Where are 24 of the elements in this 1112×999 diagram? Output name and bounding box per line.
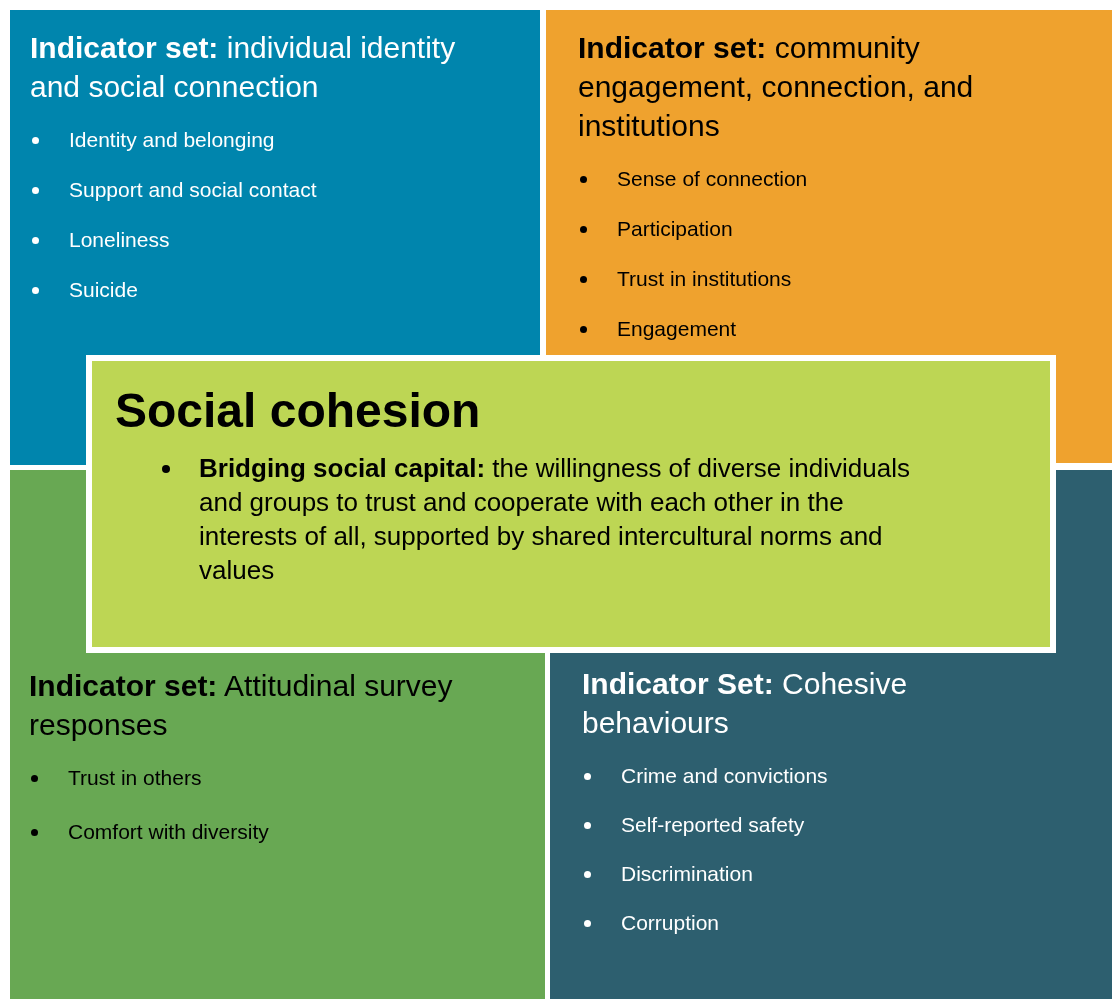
list-item: Participation (617, 217, 733, 241)
panel-heading: Indicator set: community engagement, connection, and institutions (578, 30, 975, 144)
list-item: Trust in others (68, 766, 202, 790)
list-item: Trust in institutions (617, 267, 792, 291)
indicator-panel (546, 10, 1112, 355)
list-item: Support and social contact (69, 178, 317, 202)
list-item: Identity and belonging (69, 128, 275, 152)
list-item: Corruption (621, 911, 720, 935)
list-item: Engagement (617, 317, 737, 341)
panel-heading: Indicator Set: Cohesive behaviours (582, 666, 909, 741)
indicator-panel (10, 10, 540, 355)
list-item: Self-reported safety (621, 813, 805, 837)
list-item: Sense of connection (617, 167, 808, 191)
indicator-panel (10, 653, 545, 999)
list-item: Suicide (69, 278, 138, 302)
panel-heading: Indicator set: Attitudinal survey responses (29, 668, 454, 743)
list-item: Loneliness (69, 228, 170, 252)
central-title: Social cohesion (115, 383, 482, 439)
list-item: Crime and convictions (621, 764, 828, 788)
list-item: Bridging social capital: the willingness of diverse individuals and groups to trust and cooperate with each other in the interests of all, supported by shared intercultural norms and values (199, 452, 911, 587)
panel-heading: Indicator set: individual identity and social connection (30, 30, 457, 105)
indicator-panel (550, 653, 1112, 999)
list-item: Comfort with diversity (68, 820, 269, 844)
list-item: Discrimination (621, 862, 753, 886)
